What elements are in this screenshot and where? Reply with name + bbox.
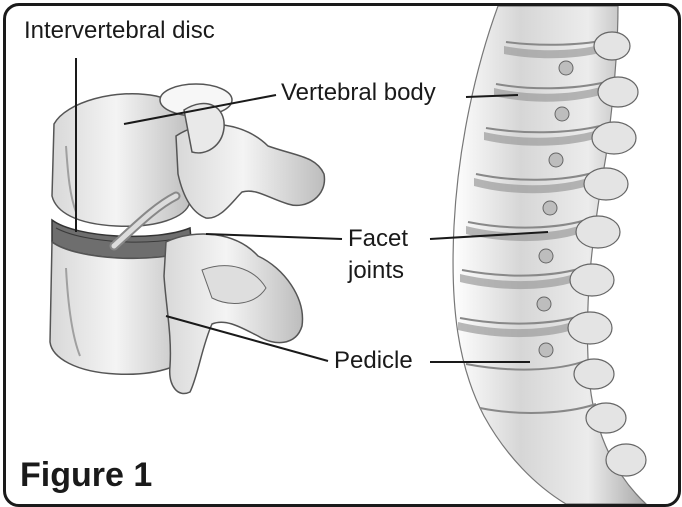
figure-frame: Intervertebral disc Vertebral body Facet… [3, 3, 681, 507]
label-facet: Facet [348, 226, 408, 252]
spine-column [453, 6, 646, 504]
vertebra-pair [50, 84, 324, 394]
label-pedicle: Pedicle [334, 348, 413, 374]
label-intervertebral-disc: Intervertebral disc [24, 18, 215, 44]
label-vertebral-body: Vertebral body [281, 80, 436, 106]
label-joints: joints [348, 258, 404, 284]
figure-title: Figure 1 [20, 456, 152, 494]
